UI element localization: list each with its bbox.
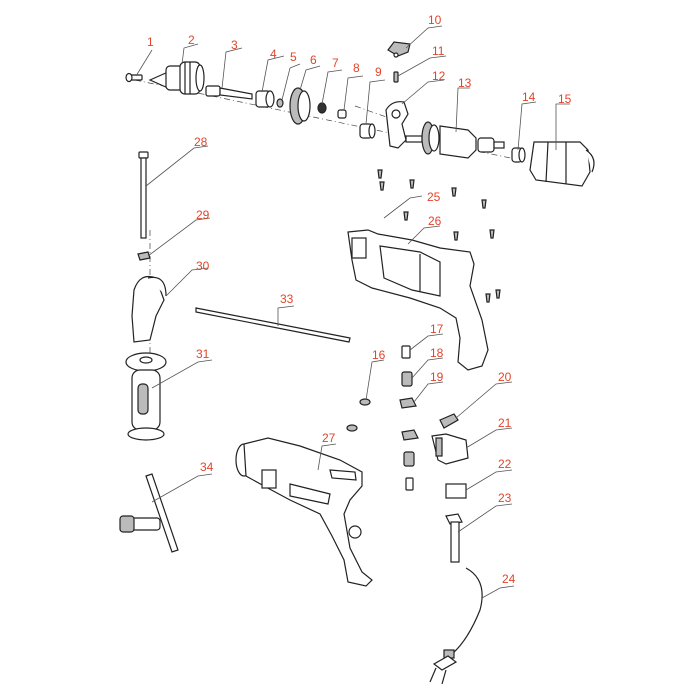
- label-10[interactable]: 10: [428, 13, 442, 27]
- label-1[interactable]: 1: [147, 35, 154, 49]
- part-33-depth-rod[interactable]: [195, 307, 351, 343]
- part-17-carbon-brush[interactable]: [401, 345, 411, 359]
- part-13-armature[interactable]: [405, 121, 505, 159]
- part-4-bearing[interactable]: [255, 90, 275, 108]
- label-24[interactable]: 24: [502, 572, 516, 586]
- part-21-switch[interactable]: [431, 433, 469, 465]
- label-23[interactable]: 23: [498, 491, 512, 505]
- part-10-mode-selector[interactable]: [387, 41, 411, 58]
- label-14[interactable]: 14: [522, 90, 536, 104]
- label-22[interactable]: 22: [498, 457, 512, 471]
- part-14-rear-bearing[interactable]: [511, 147, 526, 163]
- part-18b-brush-holder[interactable]: [403, 451, 415, 467]
- label-17[interactable]: 17: [430, 322, 444, 336]
- part-25-screws[interactable]: [377, 169, 501, 303]
- part-26-left-housing[interactable]: [347, 229, 489, 371]
- part-19-clip[interactable]: [399, 397, 417, 409]
- label-4[interactable]: 4: [270, 47, 277, 61]
- part-27-right-housing[interactable]: [235, 437, 373, 587]
- part-3-spindle[interactable]: [205, 85, 253, 100]
- label-28[interactable]: 28: [194, 135, 208, 149]
- part-23-cable-sleeve[interactable]: [445, 513, 463, 563]
- part-15-stator[interactable]: [529, 141, 595, 187]
- label-12[interactable]: 12: [432, 69, 446, 83]
- label-25[interactable]: 25: [427, 190, 441, 204]
- label-7[interactable]: 7: [332, 56, 339, 70]
- part-28-bolt[interactable]: [138, 151, 149, 239]
- label-9[interactable]: 9: [375, 65, 382, 79]
- label-27[interactable]: 27: [322, 431, 336, 445]
- part-31-aux-handle[interactable]: [125, 352, 167, 441]
- part-24-power-cord[interactable]: [429, 567, 483, 685]
- label-2[interactable]: 2: [188, 33, 195, 47]
- leader-lines: [135, 25, 570, 599]
- label-31[interactable]: 31: [196, 347, 210, 361]
- label-13[interactable]: 13: [458, 76, 472, 90]
- part-12-gear-plate[interactable]: [385, 101, 409, 149]
- label-33[interactable]: 33: [280, 292, 294, 306]
- part-20-lever[interactable]: [439, 413, 459, 429]
- label-3[interactable]: 3: [231, 38, 238, 52]
- part-11-pin[interactable]: [393, 71, 399, 83]
- label-16[interactable]: 16: [372, 348, 386, 362]
- label-26[interactable]: 26: [428, 214, 442, 228]
- label-19[interactable]: 19: [430, 370, 444, 384]
- part-30-clamp[interactable]: [131, 275, 167, 343]
- label-30[interactable]: 30: [196, 259, 210, 273]
- part-9-bearing[interactable]: [359, 123, 376, 139]
- part-16-brush-springs[interactable]: [346, 398, 371, 432]
- part-18-brush-holder[interactable]: [401, 371, 413, 387]
- part-labels: 1 2 3 4 5 6 7 8 9 10 11 12 13 14 15 16 1…: [147, 13, 572, 586]
- label-15[interactable]: 15: [558, 92, 572, 106]
- label-11[interactable]: 11: [432, 44, 445, 58]
- part-34-chuck-key[interactable]: [119, 473, 179, 553]
- part-17b-carbon-brush[interactable]: [405, 477, 414, 491]
- label-6[interactable]: 6: [310, 53, 317, 67]
- part-22-capacitor[interactable]: [445, 483, 467, 499]
- part-5-circlip[interactable]: [276, 98, 284, 108]
- label-29[interactable]: 29: [196, 208, 210, 222]
- label-5[interactable]: 5: [290, 50, 297, 64]
- part-29-nut[interactable]: [137, 251, 151, 261]
- part-6-gear[interactable]: [289, 87, 311, 125]
- label-20[interactable]: 20: [498, 370, 512, 384]
- label-8[interactable]: 8: [353, 61, 360, 75]
- label-34[interactable]: 34: [200, 460, 214, 474]
- part-8-needle-bearing[interactable]: [337, 109, 347, 119]
- part-2-chuck[interactable]: [148, 61, 205, 95]
- label-21[interactable]: 21: [498, 416, 512, 430]
- part-7-spring[interactable]: [317, 102, 327, 114]
- part-1-chuck-screw[interactable]: [125, 72, 143, 83]
- label-18[interactable]: 18: [430, 346, 444, 360]
- part-19b-clip[interactable]: [401, 429, 419, 441]
